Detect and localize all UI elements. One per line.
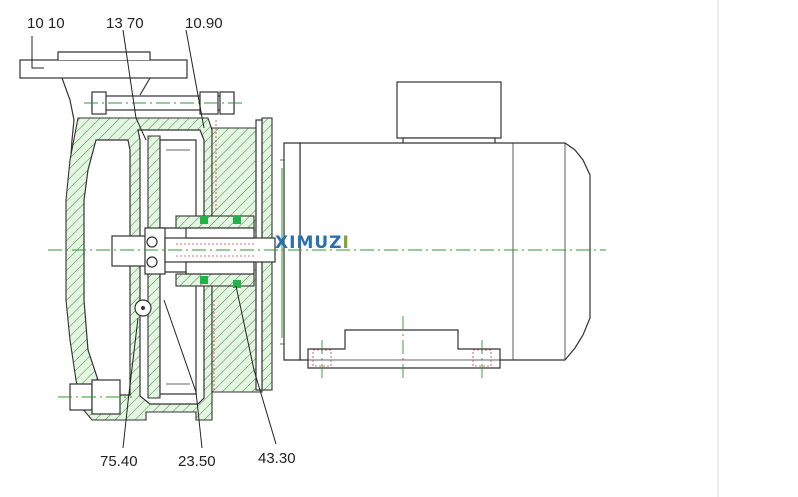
terminal-box bbox=[396, 81, 502, 139]
label-75-40: 75.40 bbox=[100, 453, 138, 470]
shaft-assembly bbox=[111, 120, 276, 392]
label-10-10: 10 10 bbox=[27, 15, 65, 32]
motor-foot bbox=[307, 329, 501, 369]
label-13-70: 13 70 bbox=[106, 15, 144, 32]
motor bbox=[280, 81, 591, 378]
leader-lines bbox=[31, 29, 277, 449]
impeller bbox=[147, 135, 197, 399]
label-10-90: 10.90 bbox=[185, 15, 223, 32]
label-43-30: 43.30 bbox=[258, 450, 296, 467]
label-23-50: 23.50 bbox=[178, 453, 216, 470]
watermark-text: XIMUZI bbox=[275, 233, 350, 253]
top-bolt bbox=[84, 91, 244, 115]
